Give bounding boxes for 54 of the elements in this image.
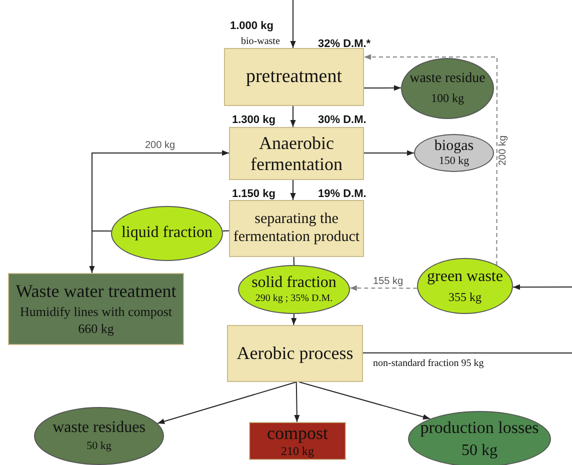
node-title: pretreatment <box>246 66 342 88</box>
node-title: separating the fermentation product <box>232 211 361 246</box>
process-box <box>229 200 364 257</box>
quantity-label: 1.000 kg <box>230 20 274 32</box>
process-box <box>229 127 364 180</box>
node-text: 290 kg ; 35% D.M. <box>255 292 333 305</box>
arrow <box>92 150 230 232</box>
node-title: biogas <box>434 138 474 156</box>
node-title: waste residue <box>410 71 486 88</box>
process-box <box>227 325 363 382</box>
arrow <box>89 230 112 274</box>
edge-label: 155 kg <box>372 276 404 287</box>
arrow <box>291 314 297 326</box>
node-title: Anaerobic fermentation <box>250 132 344 174</box>
flow-label: bio-waste <box>241 36 280 47</box>
quantity-label: 1.300 kg <box>232 114 276 126</box>
arrow <box>294 382 300 422</box>
node-title: waste residues <box>52 419 146 438</box>
edge-label: non-standard fraction 95 kg <box>372 358 485 369</box>
arrow <box>364 85 402 91</box>
node-text: 660 kg <box>78 321 114 337</box>
node-text: 100 kg <box>431 91 464 106</box>
node-text: Humidify lines with compost <box>20 304 172 320</box>
arrow <box>364 150 414 156</box>
quantity-label: 19% D.M. <box>318 188 366 200</box>
arrow <box>157 382 297 424</box>
node-text: 50 kg <box>462 441 498 460</box>
node-title: compost <box>267 423 328 444</box>
arrow <box>290 106 296 128</box>
process-box <box>224 48 364 106</box>
node-text: 355 kg <box>448 290 482 304</box>
arrow <box>290 180 296 200</box>
node-title: green waste <box>427 268 503 286</box>
node-title: production losses <box>420 418 539 438</box>
node-text: 50 kg <box>86 440 112 453</box>
node-title: Aerobic process <box>236 343 354 364</box>
arrow <box>349 285 418 291</box>
edge-label: 200 kg <box>498 134 509 167</box>
edge-label: 200 kg <box>144 140 176 151</box>
arrow <box>290 0 296 48</box>
quantity-label: 1.150 kg <box>232 188 276 200</box>
node-text: 210 kg <box>281 444 314 459</box>
arrow <box>512 284 572 290</box>
arrow <box>298 382 431 420</box>
node-title: solid fraction <box>252 274 336 293</box>
node-text: 150 kg <box>438 155 470 168</box>
node-title: Waste water treatment <box>16 281 176 302</box>
quantity-label: 30% D.M. <box>318 114 366 126</box>
arrow <box>364 54 498 266</box>
ellipse-node <box>414 134 494 172</box>
quantity-label: 32% D.M.* <box>318 38 371 50</box>
process-box <box>249 422 346 460</box>
node-title: liquid fraction <box>121 224 213 243</box>
process-box <box>8 273 184 345</box>
